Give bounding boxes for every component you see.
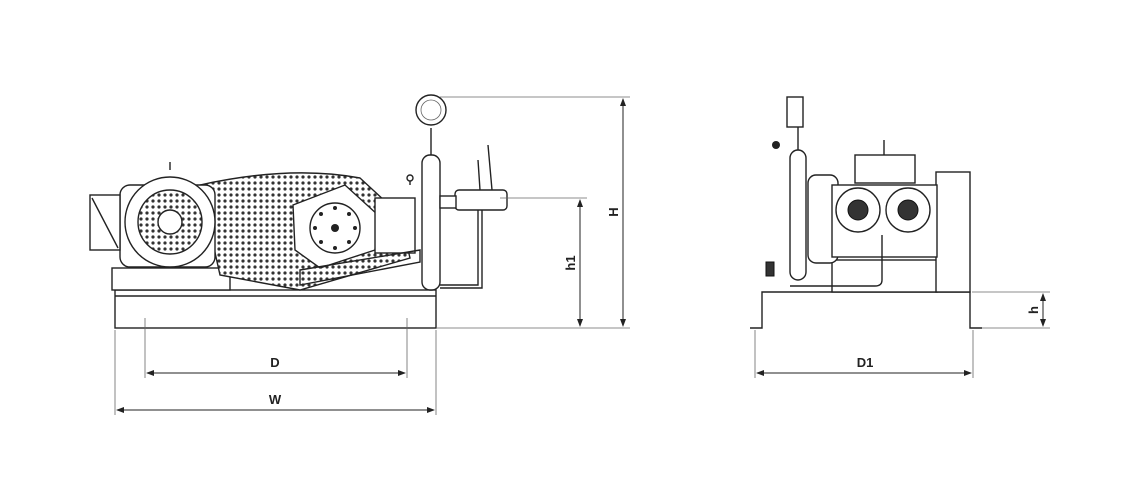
- label-H: H: [606, 207, 621, 216]
- side-view: [89, 94, 508, 329]
- accumulator-front: [789, 149, 807, 281]
- extension-lines: [114, 96, 1050, 415]
- label-h1: h1: [563, 255, 578, 270]
- label-D: D: [270, 355, 279, 370]
- motor-base: [111, 267, 231, 291]
- pressure-gauge: [415, 94, 447, 126]
- base-feet: [750, 291, 982, 329]
- label-D1: D1: [857, 355, 874, 370]
- outlet-valve: [454, 189, 508, 211]
- label-W: W: [269, 392, 282, 407]
- accumulator: [421, 154, 441, 291]
- label-h: h: [1026, 306, 1041, 314]
- dimension-lines: [116, 98, 1046, 413]
- motor-side: [935, 171, 971, 293]
- front-view: [750, 96, 982, 329]
